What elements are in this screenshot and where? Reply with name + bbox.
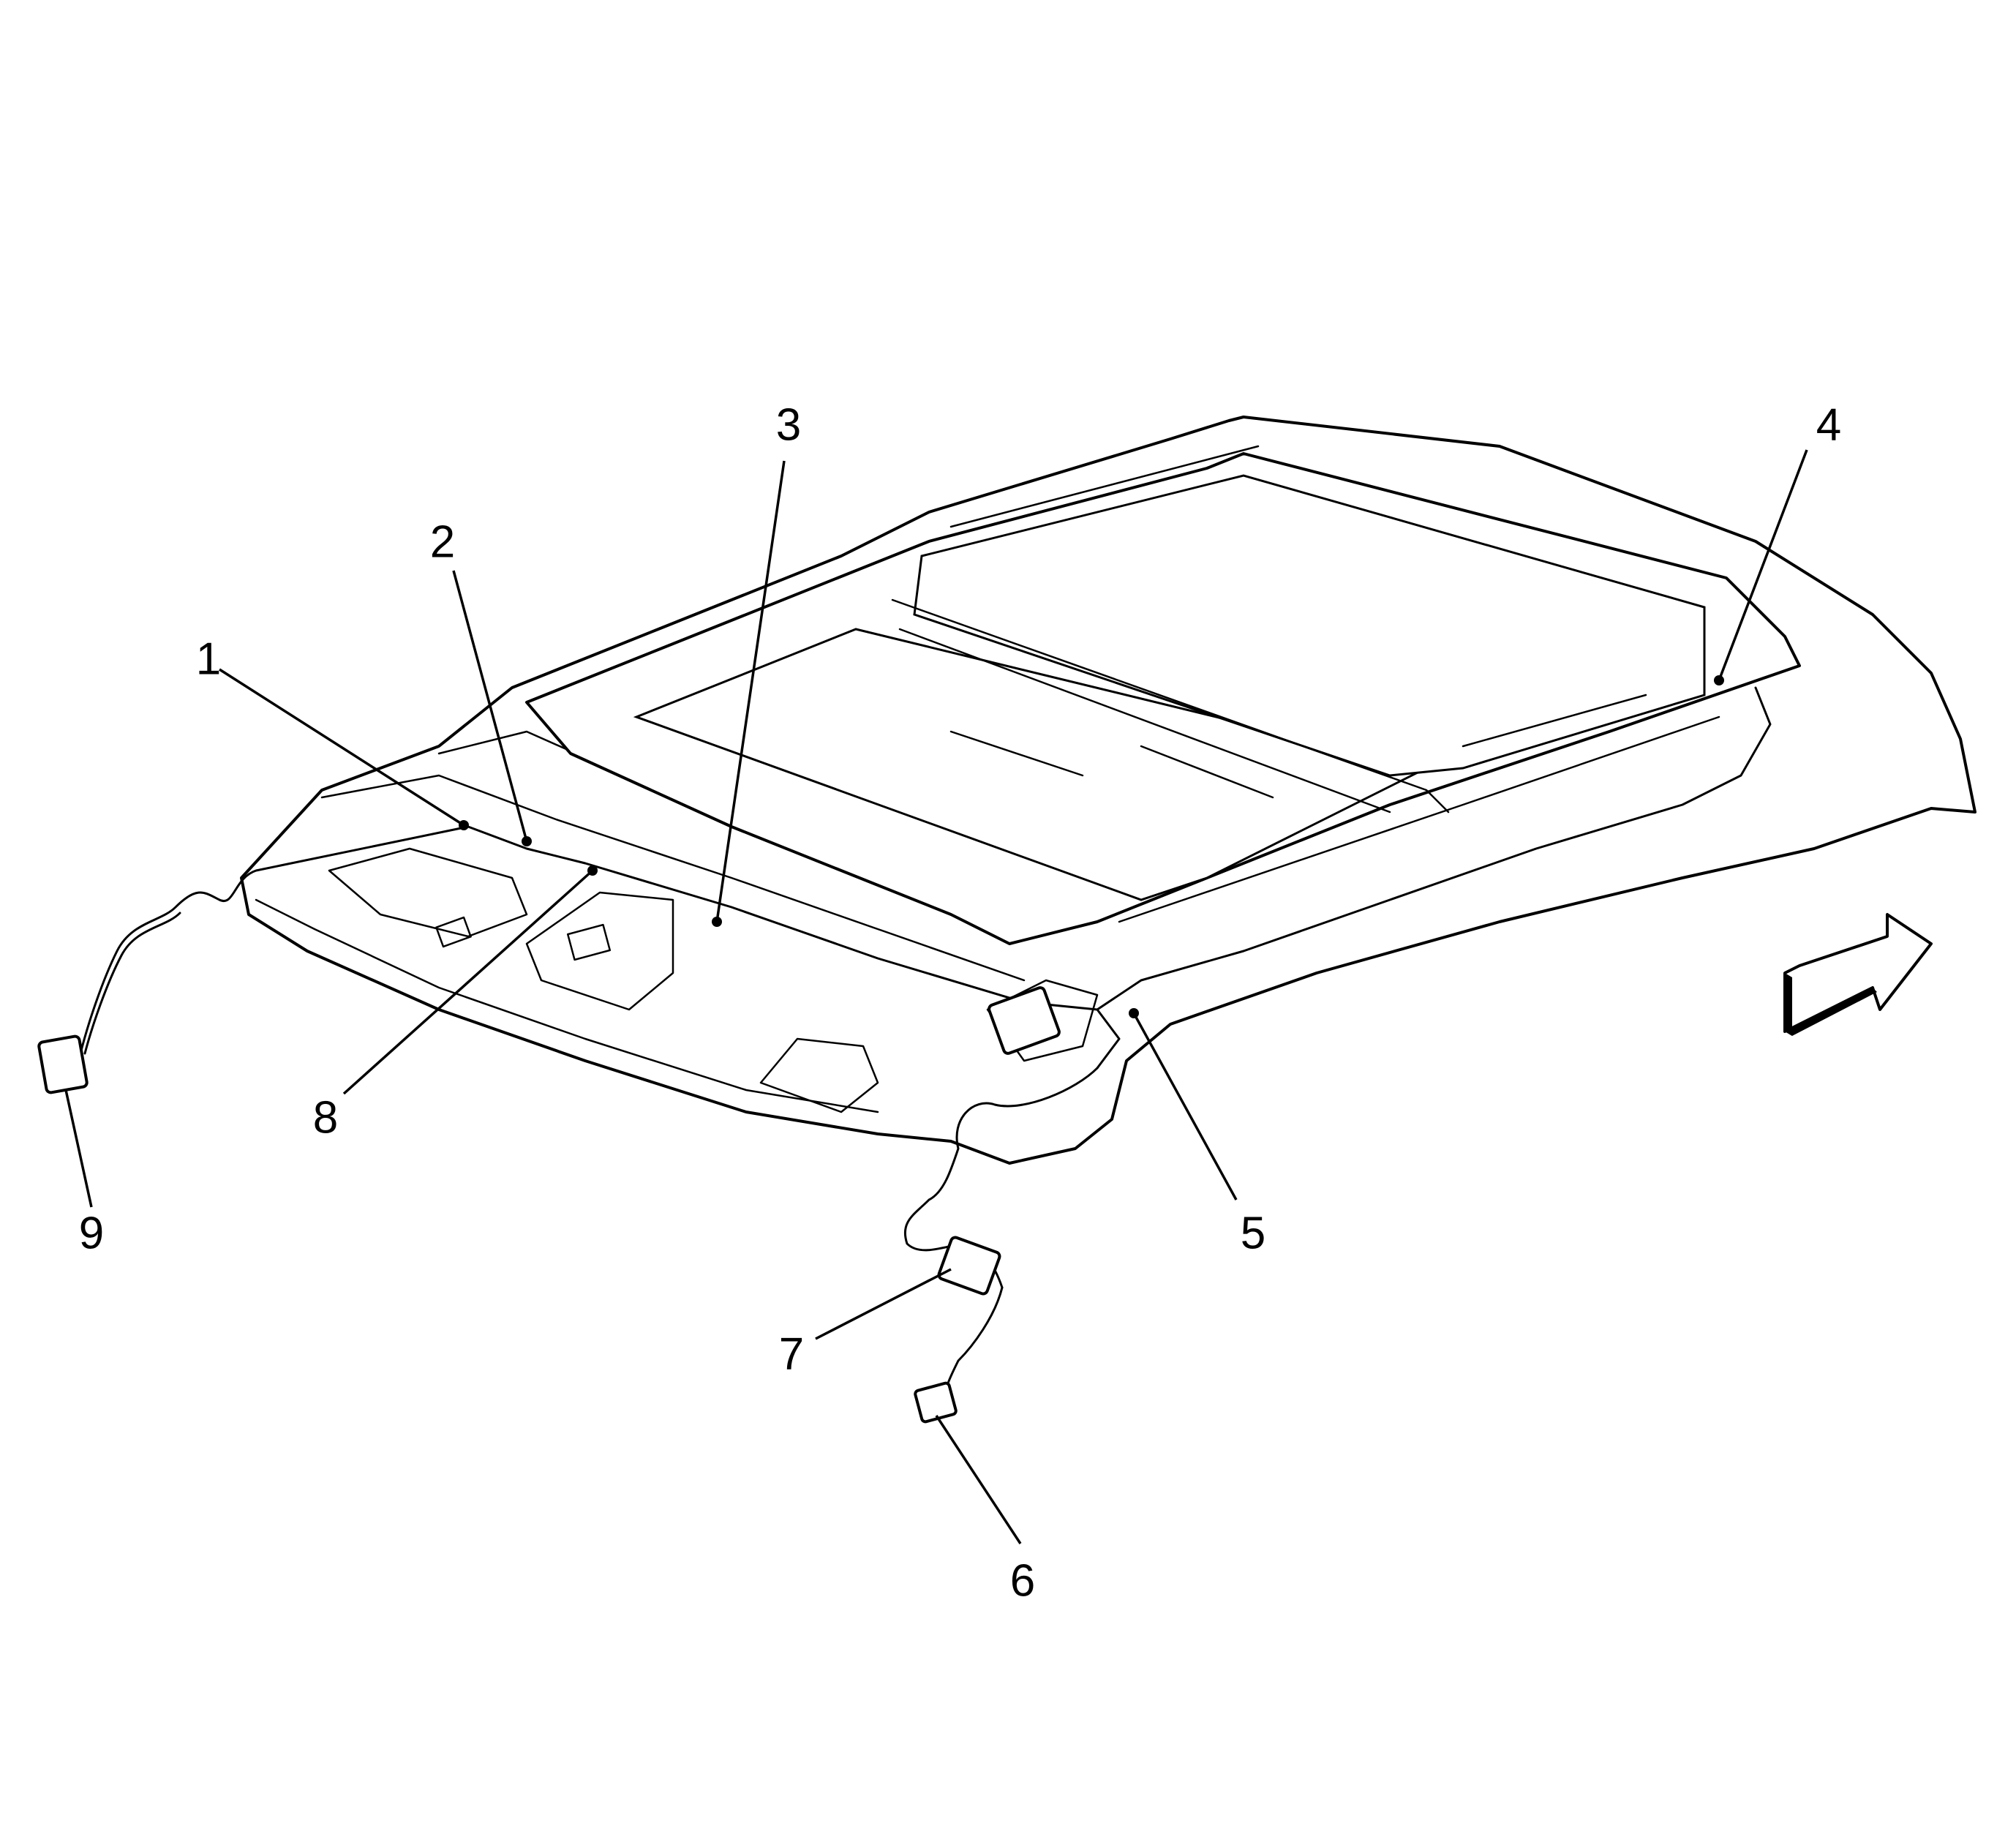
- callout-leaders: [64, 449, 1808, 1544]
- connector-9-icon: [37, 1034, 89, 1094]
- callout-7: 7: [779, 1329, 804, 1379]
- callout-8: 8: [313, 1092, 338, 1143]
- connectors: [37, 986, 1061, 1424]
- callout-labels: 1 2 3 4 5 6 7 8 9: [79, 399, 1841, 1606]
- sunroof-module: [525, 445, 1801, 945]
- callout-4: 4: [1816, 399, 1841, 450]
- connector-5-icon: [988, 986, 1061, 1055]
- front-direction-arrow-icon: [1783, 913, 1933, 1036]
- callout-5: 5: [1241, 1208, 1265, 1258]
- rear-glass-panel: [633, 628, 1430, 901]
- callout-1: 1: [196, 634, 221, 684]
- connector-6-icon: [914, 1381, 958, 1424]
- callout-6: 6: [1010, 1555, 1035, 1606]
- callout-2: 2: [430, 516, 455, 567]
- front-glass-panel: [913, 474, 1706, 777]
- callout-9: 9: [79, 1208, 104, 1258]
- connector-7-icon: [937, 1236, 1001, 1296]
- callout-3: 3: [776, 399, 801, 450]
- headliner-recesses: [328, 847, 1099, 1113]
